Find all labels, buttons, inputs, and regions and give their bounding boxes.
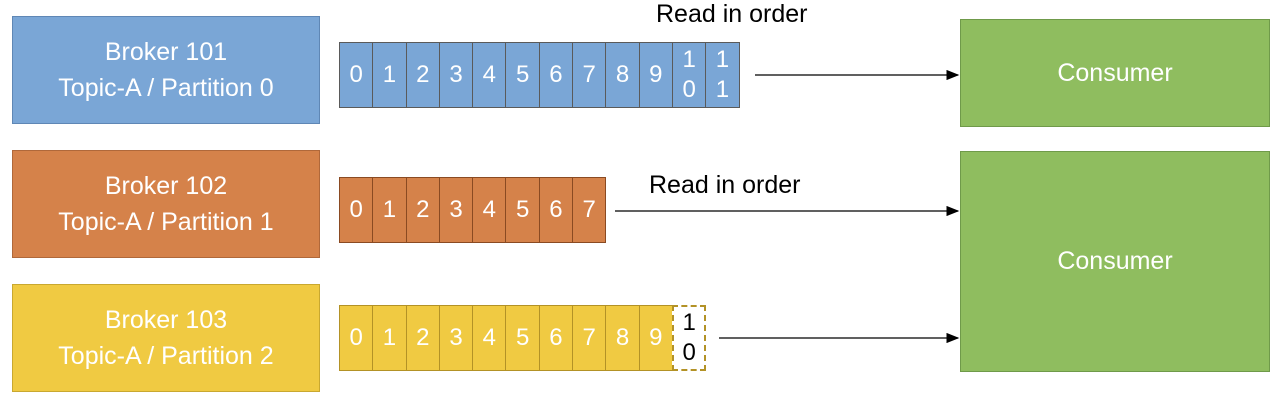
offset-digit: 1 — [682, 46, 696, 73]
offset-digit: 1 — [715, 76, 730, 103]
read-in-order-label-middle: Read in order — [649, 171, 801, 199]
offset-cell: 1 — [372, 42, 407, 108]
offset-cell: 8 — [605, 42, 640, 108]
offset-cell: 9 — [638, 42, 673, 108]
broker-name: Broker 103 — [104, 306, 228, 334]
offset-digit: 1 — [682, 309, 696, 336]
consumer-1-box: Consumer — [960, 19, 1270, 127]
broker-partition: Topic-A / Partition 1 — [58, 208, 274, 236]
offset-digit: 1 — [715, 46, 730, 73]
offset-digit: 0 — [682, 339, 696, 366]
offset-cell: 0 — [339, 42, 374, 108]
offset-cell: 7 — [572, 42, 607, 108]
offset-cell: 4 — [472, 42, 507, 108]
offset-cell: 6 — [538, 42, 574, 108]
offset-cell: 0 — [339, 177, 374, 243]
offset-cell: 4 — [472, 305, 507, 371]
offset-digit: 0 — [682, 76, 696, 103]
offset-cell: 2 — [405, 305, 440, 371]
offset-cell: 6 — [538, 305, 574, 371]
broker-103-box: Broker 103 Topic-A / Partition 2 — [12, 284, 320, 392]
offset-cell: 7 — [572, 305, 607, 371]
broker-name: Broker 102 — [104, 172, 228, 200]
offset-cell: 4 — [472, 177, 507, 243]
offset-cell: 5 — [505, 305, 540, 371]
broker-partition: Topic-A / Partition 0 — [58, 74, 274, 102]
broker-102-box: Broker 102 Topic-A / Partition 1 — [12, 150, 320, 258]
offset-cell: 9 — [638, 305, 673, 371]
offset-cell: 5 — [505, 42, 540, 108]
broker-partition: Topic-A / Partition 2 — [58, 342, 274, 370]
read-in-order-label-top: Read in order — [656, 0, 808, 28]
offset-cell: 0 — [339, 305, 374, 371]
broker-101-box: Broker 101 Topic-A / Partition 0 — [12, 16, 320, 124]
consumer-2-box: Consumer — [960, 151, 1270, 372]
offset-cell: 7 — [572, 177, 607, 243]
offset-cell: 2 — [405, 177, 440, 243]
offset-cell: 3 — [438, 305, 474, 371]
consumer-label: Consumer — [1057, 58, 1173, 87]
offset-cell: 1 — [372, 305, 407, 371]
offset-cell: 2 — [405, 42, 440, 108]
offset-cell: 8 — [605, 305, 640, 371]
broker-name: Broker 101 — [104, 38, 228, 66]
offset-cell: 5 — [505, 177, 540, 243]
consumer-label: Consumer — [1057, 247, 1173, 275]
offset-cell: 3 — [438, 177, 474, 243]
offset-cell: 6 — [538, 177, 574, 243]
offset-cell: 1 — [372, 177, 407, 243]
offset-cell: 3 — [438, 42, 474, 108]
